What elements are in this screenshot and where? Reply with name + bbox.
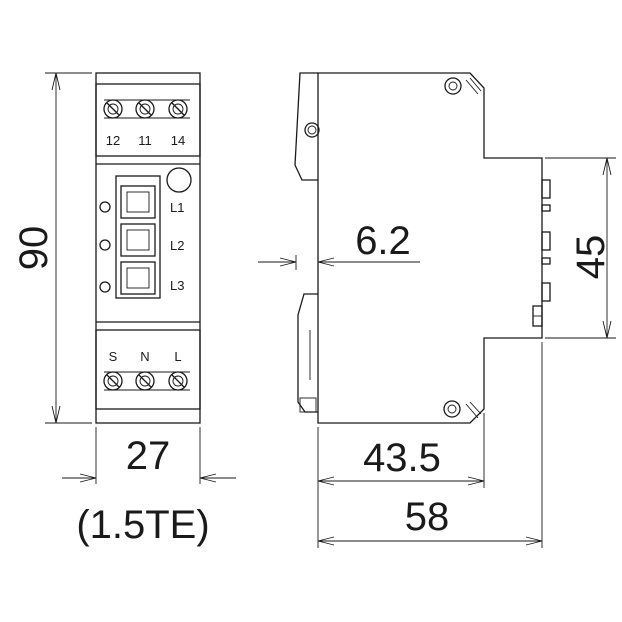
terminal-label-l: L	[174, 349, 181, 364]
din-rail-clip	[297, 293, 318, 413]
dimension-depth-front-label: 43.5	[363, 436, 441, 480]
dimension-width	[62, 427, 236, 484]
bottom-corner-screw-icon	[443, 400, 461, 418]
top-corner-screw-icon	[444, 77, 462, 95]
front-housing-outline	[95, 72, 201, 424]
dimension-rail-offset-label: 6.2	[355, 219, 411, 263]
module-label-l1: L1	[170, 200, 184, 215]
dimension-rail-height	[545, 157, 616, 339]
side-housing-outline	[317, 72, 543, 424]
module-label-l2: L2	[170, 238, 184, 253]
rear-latch	[294, 72, 318, 181]
dimension-height	[45, 72, 92, 424]
terminal-label-14: 14	[171, 133, 185, 148]
protection-modules	[99, 175, 161, 299]
dimension-depth-total	[317, 342, 543, 548]
bottom-terminal-panel	[95, 329, 201, 410]
terminal-label-s: S	[109, 349, 118, 364]
top-screw-terminals	[103, 99, 190, 119]
top-terminal-panel	[95, 83, 201, 157]
terminal-label-11: 11	[138, 133, 152, 148]
dimension-depth-total-label: 58	[405, 495, 450, 539]
front-view: 12 11 14 L1 L2 L3 S N L	[95, 72, 201, 424]
dimension-height-label: 90	[12, 226, 56, 271]
module-label-l3: L3	[170, 278, 184, 293]
dimension-width-units: (1.5TE)	[76, 503, 209, 547]
dimension-depth-front	[317, 413, 485, 548]
side-view	[294, 72, 551, 424]
side-screw-icon	[304, 122, 320, 138]
dimension-width-label: 27	[126, 434, 171, 478]
dimension-rail-height-label: 45	[569, 235, 613, 280]
bottom-screw-terminals	[103, 371, 190, 391]
front-module-edges	[532, 179, 551, 327]
dimension-rail-offset	[258, 255, 420, 270]
terminal-label-12: 12	[106, 133, 120, 148]
terminal-label-n: N	[140, 349, 149, 364]
indicator-lamp-icon	[166, 167, 192, 193]
